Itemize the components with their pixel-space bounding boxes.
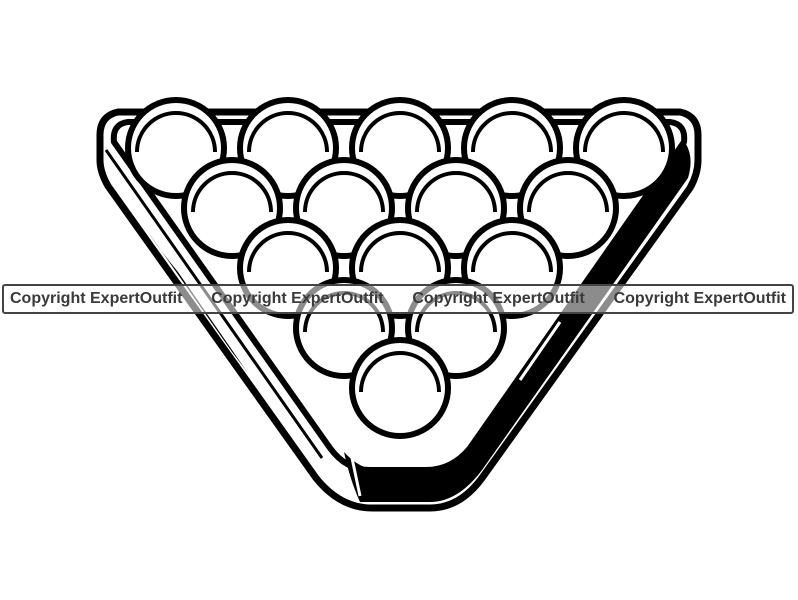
watermark-text: Copyright ExpertOutfit [10,290,183,307]
pool-ball [349,337,451,439]
watermark-text: Copyright ExpertOutfit [412,290,585,307]
rack-bottom-highlight [350,457,362,497]
rack-right-highlight [518,321,562,381]
watermark-text: Copyright ExpertOutfit [613,290,786,307]
watermark-text: Copyright ExpertOutfit [211,290,384,307]
watermark-band: Copyright ExpertOutfit Copyright ExpertO… [2,284,794,314]
